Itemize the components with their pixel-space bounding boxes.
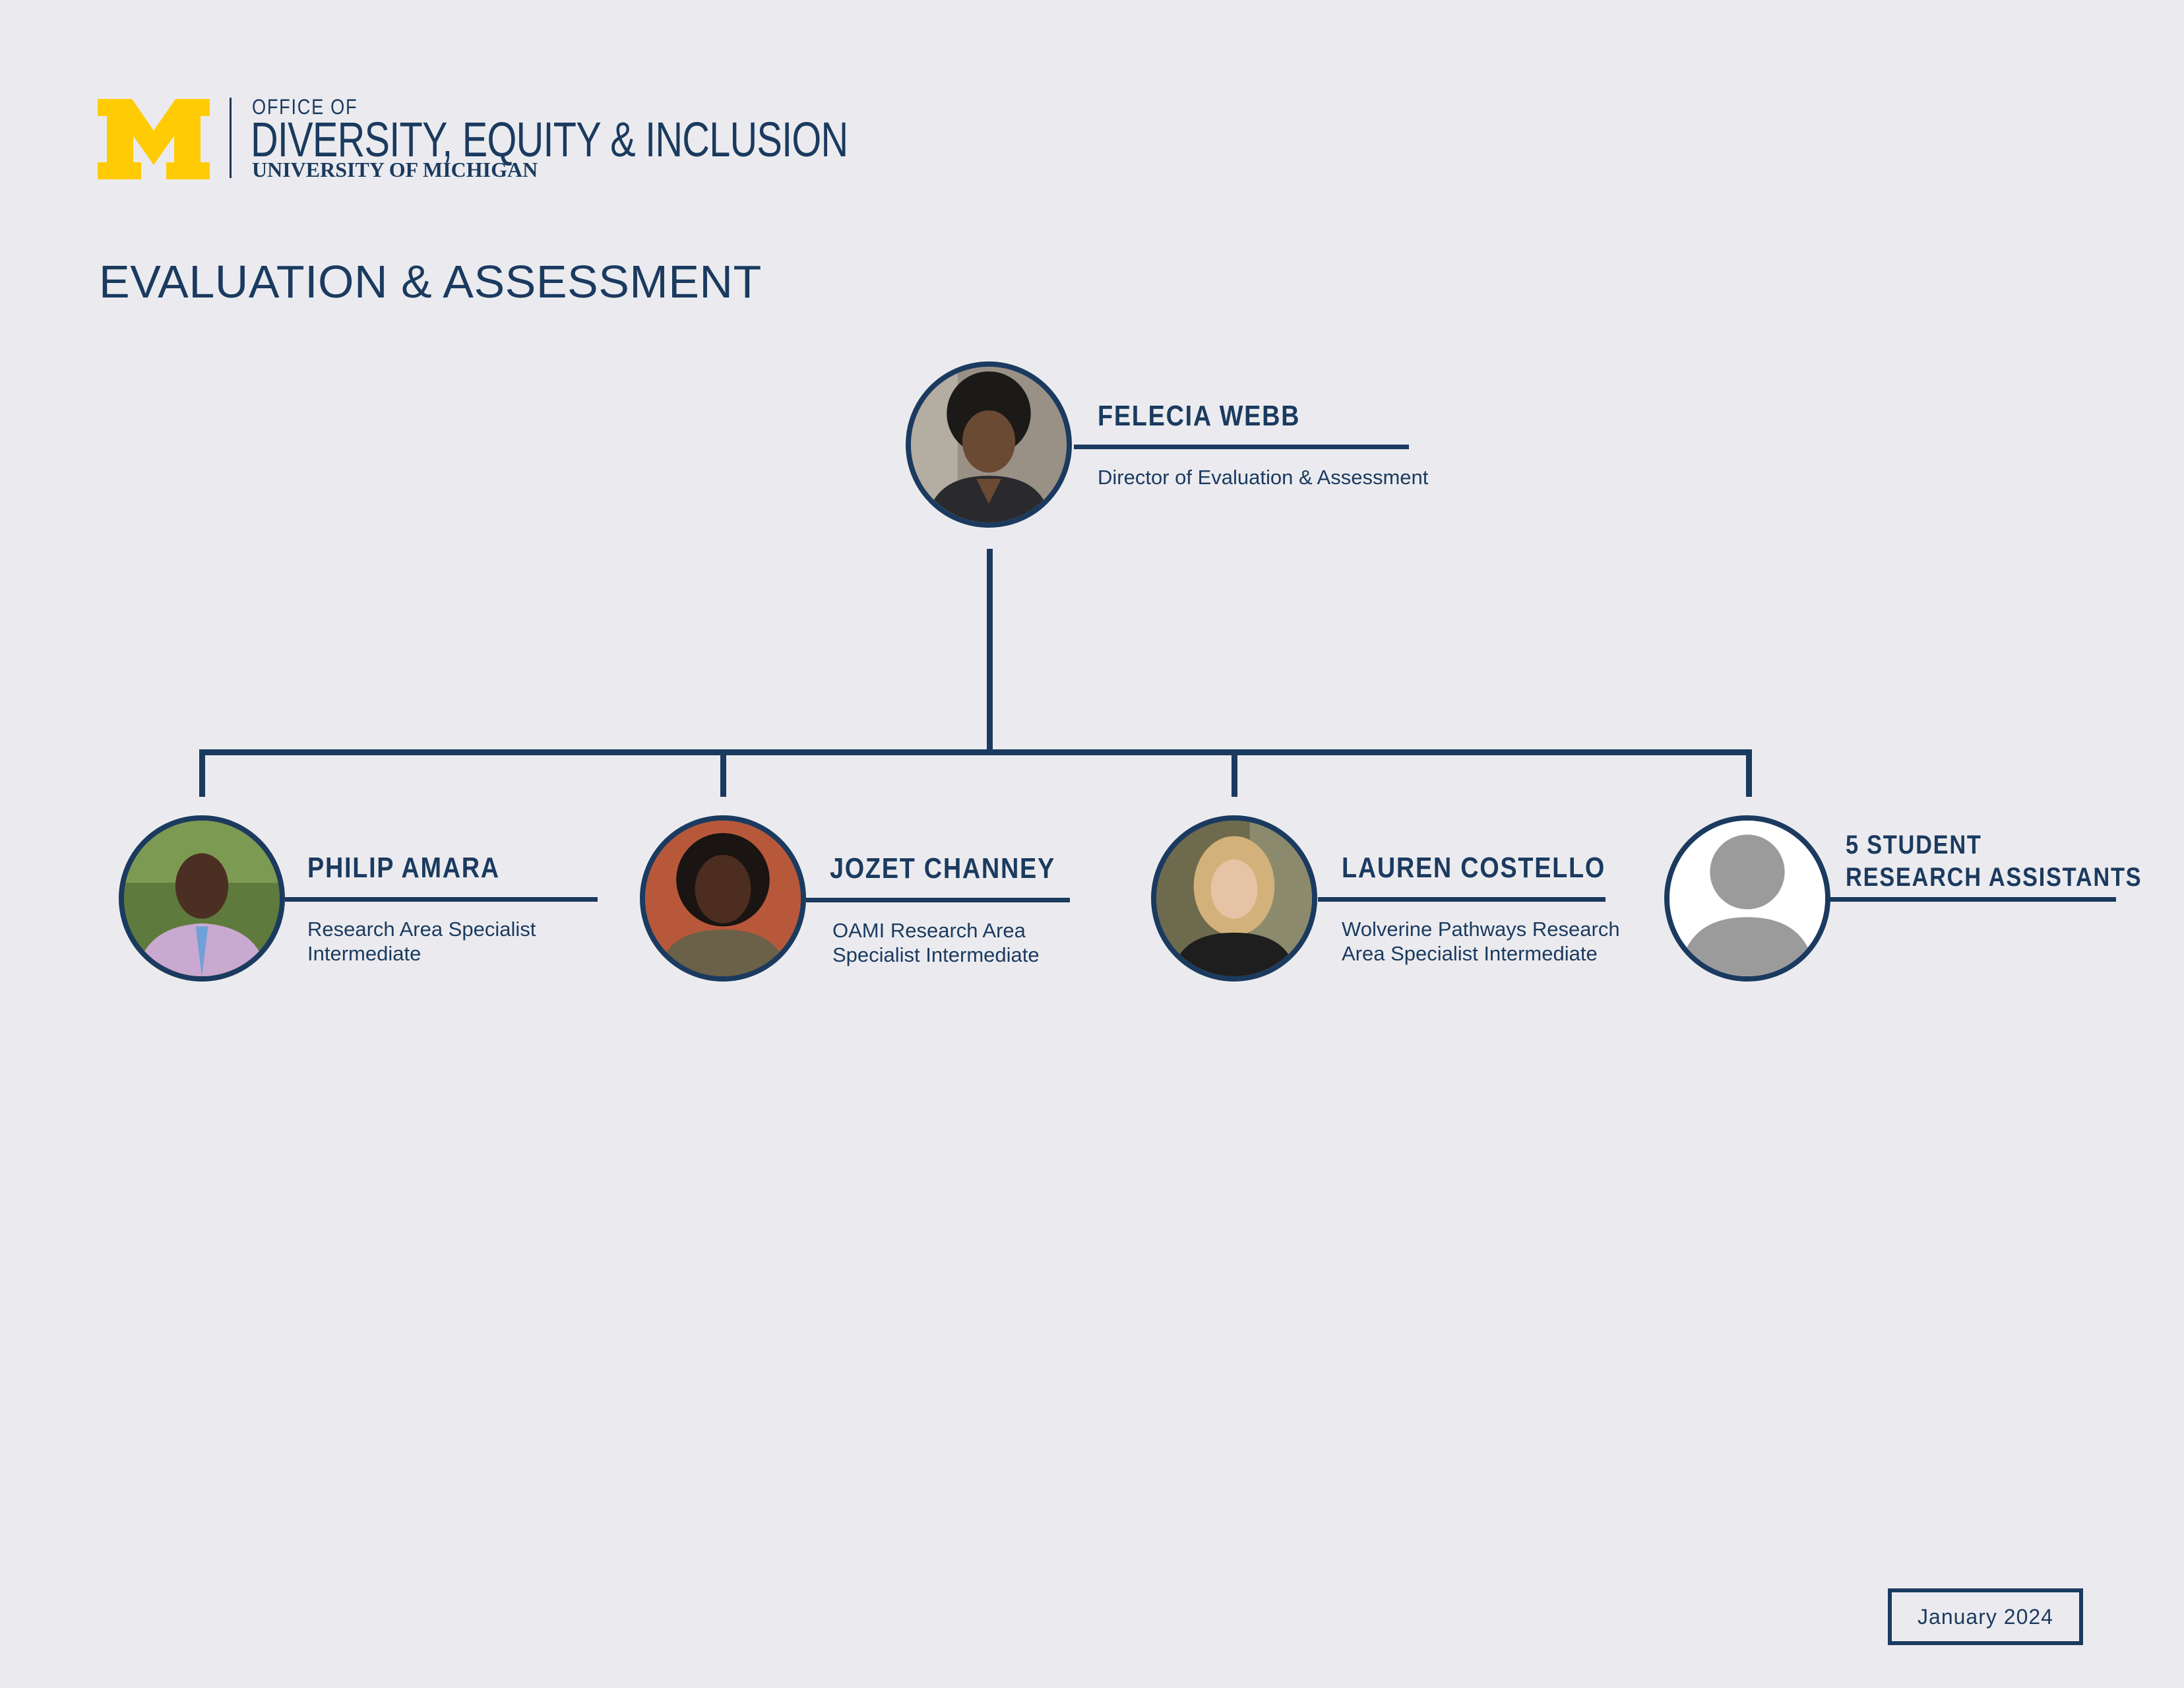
staff-name-2: JOZET CHANNEY <box>830 852 1055 885</box>
staff-role-3-line2: Area Specialist Intermediate <box>1342 942 1598 965</box>
director-name-underline <box>1074 445 1409 449</box>
date-badge: January 2024 <box>1888 1588 2083 1645</box>
connector-director-down <box>987 549 993 755</box>
staff-name-3: LAUREN COSTELLO <box>1342 852 1606 884</box>
staff-underline-2 <box>806 898 1070 902</box>
date-text: January 2024 <box>1918 1604 2053 1629</box>
staff-underline-4 <box>1827 897 2116 902</box>
block-m-logo <box>98 99 210 179</box>
staff-name-1: PHILIP AMARA <box>307 852 500 884</box>
staff-role-1-line2: Intermediate <box>307 942 421 965</box>
person-photo-icon <box>1156 821 1312 976</box>
staff-name-4-line2: RESEARCH ASSISTANTS <box>1846 863 2142 892</box>
connector-horizontal <box>199 749 1752 755</box>
staff-underline-3 <box>1318 897 1606 902</box>
staff-photo-3 <box>1151 815 1317 982</box>
logo-unit-name: DIVERSITY, EQUITY & INCLUSION <box>251 112 848 167</box>
logo-university: UNIVERSITY OF MICHIGAN <box>252 158 538 181</box>
director-role: Director of Evaluation & Assessment <box>1098 466 1429 489</box>
staff-role-2-line2: Specialist Intermediate <box>832 943 1040 966</box>
person-photo-icon <box>124 821 280 976</box>
user-placeholder-icon <box>1669 821 1825 976</box>
staff-underline-1 <box>285 897 598 902</box>
director-photo <box>906 361 1072 528</box>
staff-role-1-line1: Research Area Specialist <box>307 918 536 941</box>
staff-role-2-line1: OAMI Research Area <box>832 919 1026 942</box>
staff-photo-placeholder <box>1664 815 1830 982</box>
logo-divider <box>230 98 232 178</box>
connector-drop-3 <box>1232 749 1237 797</box>
staff-name-4-line1: 5 STUDENT <box>1846 830 1982 860</box>
staff-photo-1 <box>119 815 285 982</box>
staff-photo-2 <box>640 815 806 982</box>
page-title: EVALUATION & ASSESSMENT <box>99 256 762 307</box>
logo-office-of: OFFICE OF <box>252 95 358 119</box>
person-photo-icon <box>911 367 1067 522</box>
staff-role-3-line1: Wolverine Pathways Research <box>1342 918 1620 941</box>
director-name: FELECIA WEBB <box>1098 400 1301 432</box>
connector-drop-4 <box>1746 749 1752 797</box>
person-photo-icon <box>645 821 801 976</box>
connector-drop-2 <box>720 749 726 797</box>
connector-drop-1 <box>199 749 205 797</box>
